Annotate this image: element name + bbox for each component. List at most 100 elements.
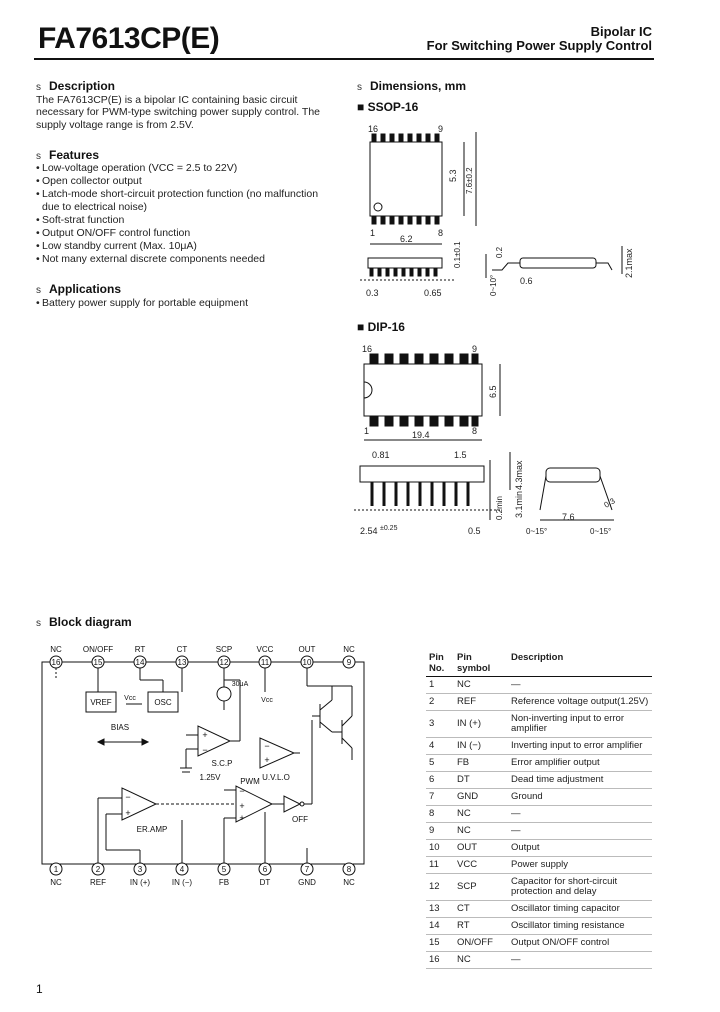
pin-number-7: 7 [305, 865, 310, 874]
subtitle-line-2: For Switching Power Supply Control [426, 38, 652, 53]
pin-number-10: 10 [303, 658, 312, 667]
cell-description: Non-inverting input to error amplifier [508, 710, 652, 738]
ssop-height-label: 5.3 [448, 169, 458, 182]
section-bullet: s [357, 82, 362, 93]
pin-number-5: 5 [222, 865, 227, 874]
section-bullet: s [36, 285, 41, 296]
description-line: supply voltage range is from 2.5V. [36, 118, 194, 131]
cell-description: Output ON/OFF control [508, 934, 652, 952]
ssop-pin8-label: 8 [438, 228, 443, 238]
reference-voltage-label: 1.25V [200, 773, 222, 782]
pin-name-in-minus: IN (−) [172, 878, 193, 887]
ssop-standoff-label: 0.1±0.1 [453, 241, 462, 268]
ssop-pin1-label: 1 [370, 228, 375, 238]
cell-pin-no: 10 [426, 839, 454, 857]
dip-maxh-label: 4.3max [514, 460, 524, 490]
dip-standoff-label: 0.2min [495, 496, 504, 520]
dip-heading: ■ DIP-16 [357, 320, 405, 334]
vref-block-label: VREF [90, 698, 111, 707]
dip-pin8-label: 8 [472, 426, 477, 436]
cell-description: — [508, 676, 652, 694]
column-header-pin-symbol: Pin symbol [454, 650, 508, 677]
dip-pin1-label: 1 [364, 426, 369, 436]
dip-bodyh-label: 3.1min [514, 491, 524, 518]
cell-description: Dead time adjustment [508, 771, 652, 789]
list-item: Soft-strat function [36, 214, 318, 227]
ssop-lead-label: 0.3 [366, 288, 379, 298]
cell-pin-no: 3 [426, 710, 454, 738]
list-item-continuation: due to electrical noise) [36, 201, 318, 214]
dip-width-label: 6.5 [488, 385, 498, 398]
pin-name-dt: DT [260, 878, 271, 887]
dip-heading-text: DIP-16 [367, 320, 405, 334]
dip-row-label: 7.6 [562, 512, 575, 522]
block-diagram-heading-text: Block diagram [49, 615, 132, 629]
cell-pin-no: 1 [426, 676, 454, 694]
vcc-tag-label: Vcc [124, 695, 136, 702]
cell-pin-no: 5 [426, 754, 454, 772]
page-title: FA7613CP(E) [38, 22, 220, 55]
pin-name-nc: NC [50, 645, 62, 654]
list-item: Battery power supply for portable equipm… [36, 297, 248, 310]
ssop-pin9-label: 9 [438, 124, 443, 134]
cell-pin-no: 15 [426, 934, 454, 952]
cell-pin-symbol: ON/OFF [454, 934, 508, 952]
dip-16-drawing: 16 9 1 8 19.4 6.5 0.81 1.5 4.3max 3.1min… [354, 344, 618, 536]
cell-pin-symbol: FB [454, 754, 508, 772]
current-source-label: 30μA [232, 681, 249, 688]
dip-pin9-label: 9 [472, 344, 477, 354]
section-bullet: s [36, 82, 41, 93]
pin-name-nc: NC [343, 878, 355, 887]
pin-name-in-plus: IN (+) [130, 878, 151, 887]
cell-pin-symbol: CT [454, 900, 508, 918]
description-line: necessary for PWM-type switching power s… [36, 106, 321, 119]
list-item: Output ON/OFF control function [36, 227, 318, 240]
cell-description: Power supply [508, 856, 652, 874]
pin-number-11: 11 [261, 658, 270, 667]
cell-pin-symbol: IN (−) [454, 737, 508, 755]
cell-description: Capacitor for short-circuit protection a… [508, 873, 652, 901]
pin-number-6: 6 [263, 865, 268, 874]
svg-text:−: − [202, 745, 207, 755]
ssop-heading-text: SSOP-16 [367, 100, 419, 114]
list-item-text: due to electrical noise) [42, 201, 148, 213]
osc-block-label: OSC [154, 698, 172, 707]
pin-number-8: 8 [347, 865, 352, 874]
dip-leadt-label: 0.3 [603, 496, 618, 510]
description-heading: s Description [36, 79, 115, 95]
pin-name-onoff: ON/OFF [83, 645, 113, 654]
cell-pin-no: 14 [426, 917, 454, 935]
cell-pin-symbol: NC [454, 822, 508, 840]
cell-description: — [508, 805, 652, 823]
column-header-pin-no: Pin No. [426, 650, 454, 677]
cell-pin-no: 7 [426, 788, 454, 806]
applications-list: Battery power supply for portable equipm… [36, 297, 248, 310]
cell-pin-no: 16 [426, 951, 454, 969]
dip-angle1-label: 0~15° [526, 527, 547, 536]
cell-pin-no: 13 [426, 900, 454, 918]
cell-pin-no: 6 [426, 771, 454, 789]
pin-number-9: 9 [347, 658, 352, 667]
cell-description: Error amplifier output [508, 754, 652, 772]
description-heading-text: Description [49, 79, 116, 93]
dip-pitchtol-label: ±0.25 [380, 525, 398, 532]
cell-pin-symbol: NC [454, 805, 508, 823]
dip-lead-label: 0.5 [468, 526, 481, 536]
block-diagram: 16 15 14 13 12 11 10 9 NC ON/OFF RT CT S… [41, 645, 365, 887]
cell-description: Reference voltage output(1.25V) [508, 693, 652, 711]
svg-text:+: + [264, 755, 269, 765]
features-heading-text: Features [49, 148, 100, 162]
off-label: OFF [292, 815, 308, 824]
